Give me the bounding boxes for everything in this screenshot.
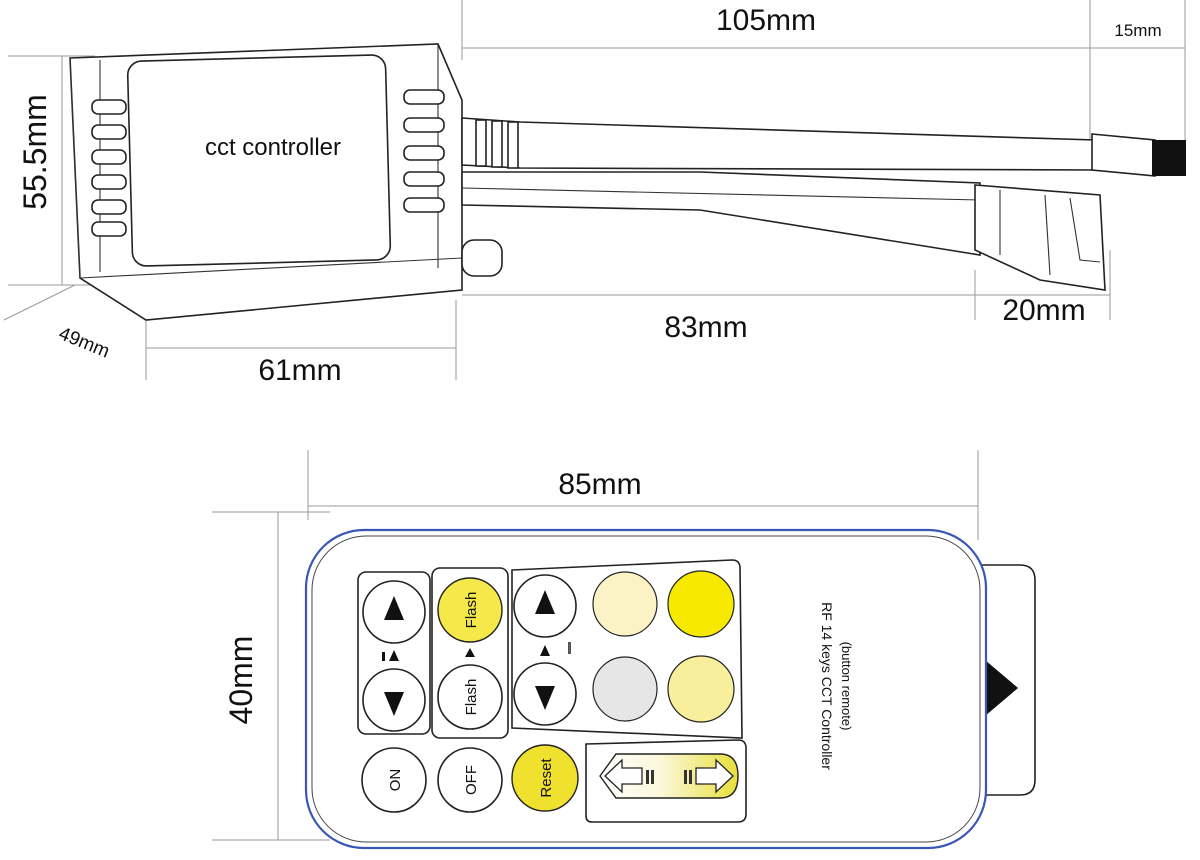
arrow-down-icon bbox=[384, 692, 404, 716]
dim-depth: 49mm bbox=[56, 323, 113, 362]
on-button[interactable]: ON bbox=[361, 747, 427, 813]
neutral-light-button[interactable] bbox=[592, 656, 658, 722]
dim-width: 61mm bbox=[258, 354, 341, 387]
flash-top-label: Flash bbox=[463, 592, 480, 629]
warm-light-button[interactable] bbox=[592, 571, 658, 637]
bars-icon bbox=[646, 770, 692, 784]
arrow-left-icon bbox=[604, 758, 643, 794]
dc-plug bbox=[1091, 133, 1186, 177]
dim-socket-length: 20mm bbox=[1002, 294, 1085, 327]
battery-tab bbox=[978, 564, 1036, 796]
brightness-down-button[interactable] bbox=[362, 668, 426, 732]
flash-bottom-label: Flash bbox=[463, 679, 480, 716]
remote-dimension-lines bbox=[212, 450, 979, 841]
controller-drawing: cct controller 105mm 15mm 55.5mm 49mm 61… bbox=[3, 0, 1186, 387]
flash-up-button[interactable]: Flash bbox=[437, 577, 503, 643]
controller-cables bbox=[461, 117, 1096, 256]
dim-height: 55.5mm bbox=[17, 94, 53, 210]
remote-drawing: 85mm 40mm bbox=[212, 450, 1036, 850]
dim-cable-length: 83mm bbox=[664, 311, 747, 344]
arrow-right-icon bbox=[695, 758, 734, 794]
remote-label-line1: RF 14 keys CCT Controller bbox=[819, 602, 835, 770]
yellow-light-button[interactable] bbox=[667, 570, 735, 638]
controller-label: cct controller bbox=[205, 134, 341, 161]
vent-slots-left bbox=[91, 99, 127, 237]
on-label: ON bbox=[387, 769, 404, 792]
reset-button[interactable]: Reset bbox=[511, 744, 579, 812]
dim-remote-height: 40mm bbox=[223, 636, 259, 725]
controller-box bbox=[69, 43, 503, 321]
arrow-down-icon bbox=[535, 686, 555, 710]
arrow-up-icon bbox=[384, 596, 404, 620]
dimmer-icon bbox=[540, 642, 571, 656]
arrow-up-icon bbox=[535, 590, 555, 614]
dim-length-total: 105mm bbox=[716, 4, 816, 37]
triangle-up-icon bbox=[465, 648, 475, 657]
reset-label: Reset bbox=[538, 758, 555, 798]
flash-down-button[interactable]: Flash bbox=[437, 664, 503, 730]
color-temperature-slider[interactable] bbox=[599, 753, 739, 799]
off-label: OFF bbox=[463, 765, 480, 795]
remote-label-line2: (button remote) bbox=[839, 642, 854, 731]
triangle-icon bbox=[985, 660, 1018, 716]
dim-plug-length: 15mm bbox=[1114, 21, 1161, 40]
controller-dimension-lines bbox=[3, 0, 1186, 380]
vent-slots-right bbox=[403, 89, 445, 213]
brightness-icon bbox=[382, 650, 399, 661]
off-button[interactable]: OFF bbox=[437, 747, 503, 813]
dim-remote-width: 85mm bbox=[558, 468, 641, 501]
dimmer-up-button[interactable] bbox=[513, 574, 577, 638]
brightness-up-button[interactable] bbox=[362, 580, 426, 644]
dimmer-down-button[interactable] bbox=[513, 662, 577, 726]
pale-yellow-light-button[interactable] bbox=[667, 655, 735, 723]
socket-connector bbox=[974, 184, 1106, 291]
